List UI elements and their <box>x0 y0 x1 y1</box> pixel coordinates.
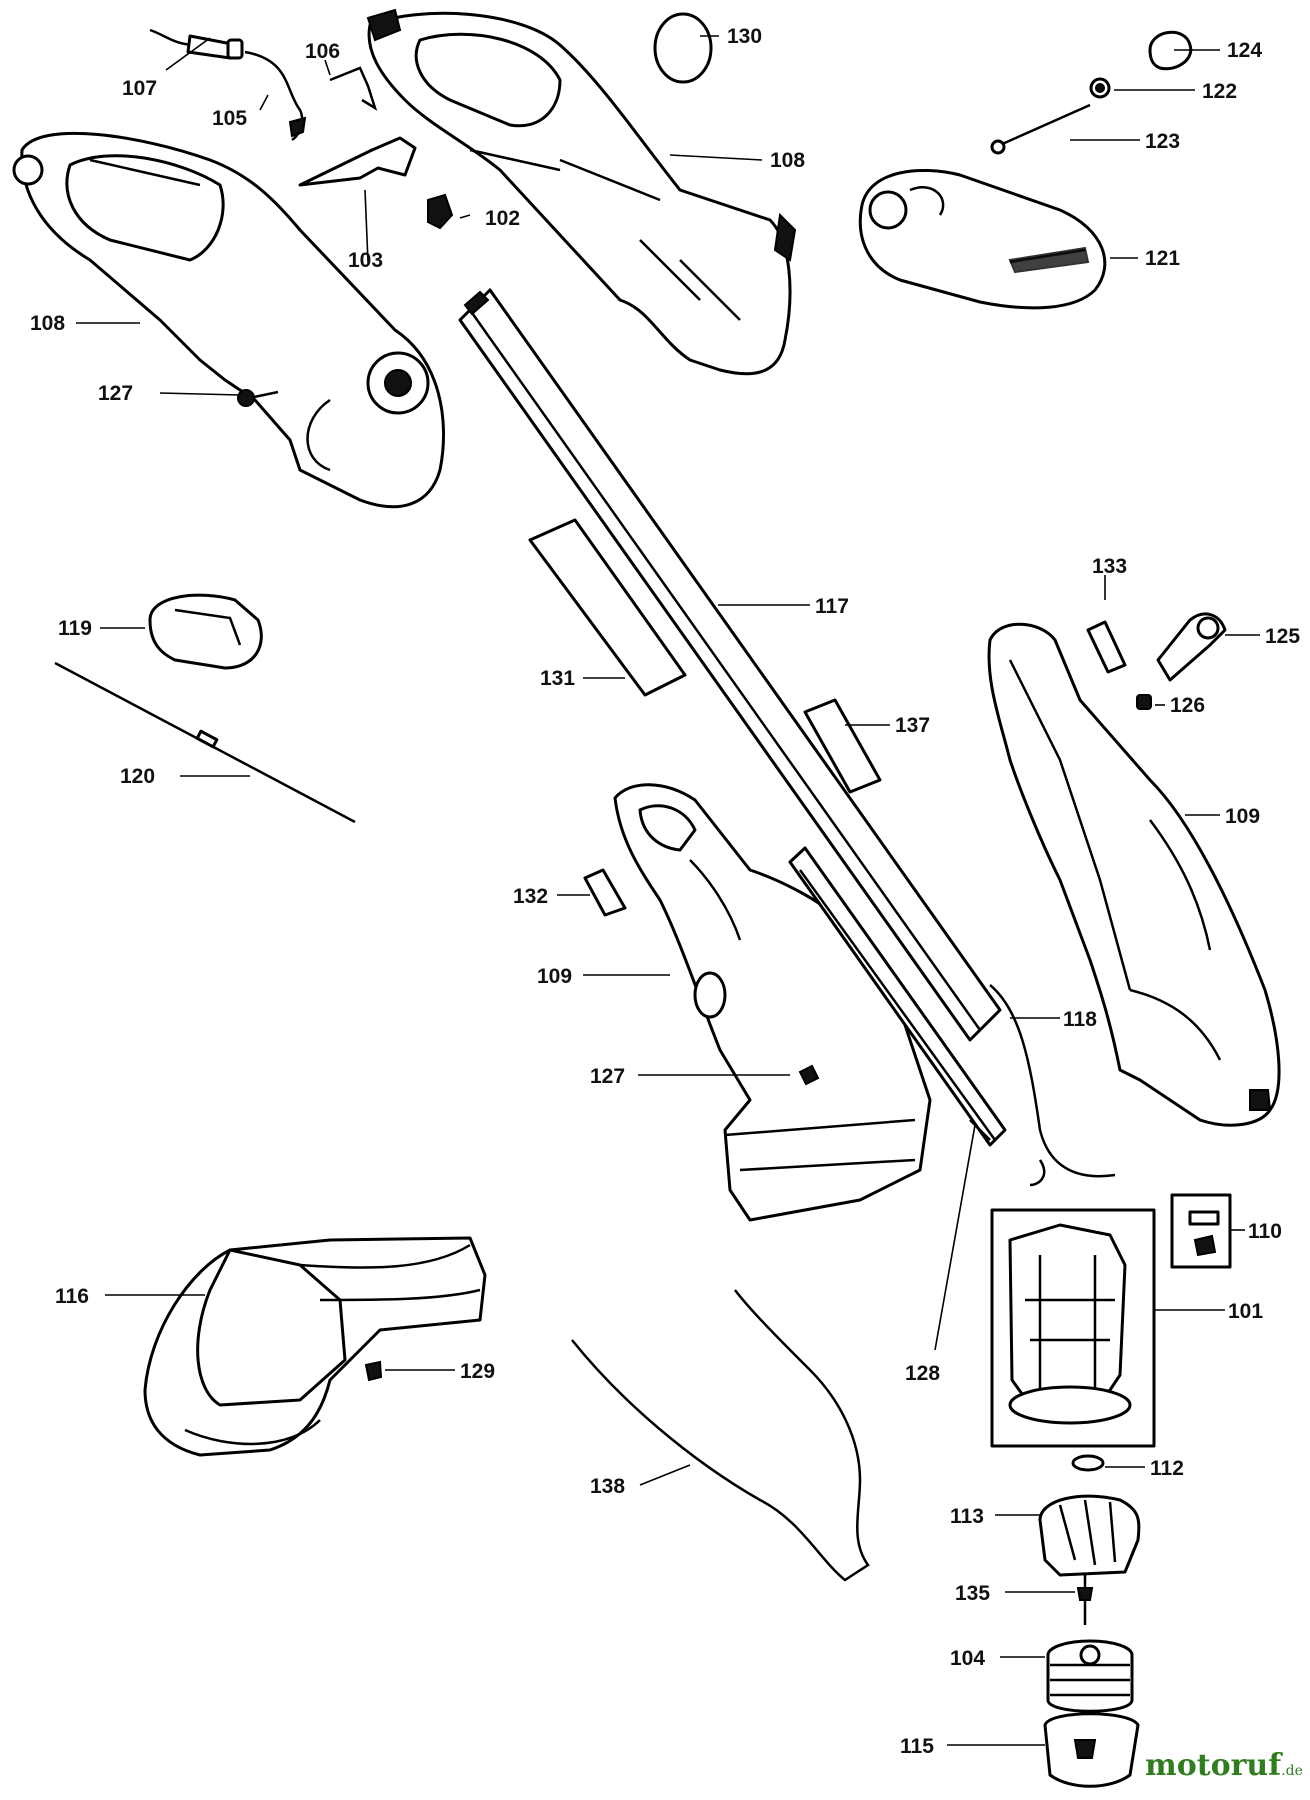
callout-102: 102 <box>485 207 520 230</box>
callout-105: 105 <box>212 107 247 130</box>
callout-125: 125 <box>1265 625 1300 648</box>
callout-122: 122 <box>1202 80 1237 103</box>
leader-lines <box>76 35 1260 1746</box>
part-128-fastener <box>969 1119 991 1141</box>
callout-101: 101 <box>1228 1300 1263 1323</box>
part-106-spring <box>329 66 378 111</box>
part-121-aux-handle <box>858 169 1107 310</box>
part-104-spool <box>1046 1639 1134 1713</box>
part-132-wedge <box>583 868 627 917</box>
part-108-handle-left <box>12 131 446 509</box>
callout-133: 133 <box>1092 555 1127 578</box>
callout-113: 113 <box>950 1505 984 1528</box>
callout-127-upper: 127 <box>98 382 133 405</box>
part-102-switch <box>427 193 454 230</box>
part-108-handle-right <box>366 8 797 376</box>
callout-132: 132 <box>513 885 548 908</box>
part-109-housing-right <box>987 622 1281 1127</box>
part-113-fan <box>1038 1494 1141 1590</box>
callout-131: 131 <box>540 667 575 690</box>
part-120-cable <box>54 661 356 824</box>
part-118-inner-rail <box>788 846 1116 1187</box>
callout-103: 103 <box>348 249 383 272</box>
part-126-nut <box>1136 694 1152 710</box>
callout-124: 124 <box>1227 39 1262 62</box>
watermark-brand: motoruf <box>1145 1748 1283 1783</box>
part-112-clip <box>1071 1454 1105 1472</box>
callout-112: 112 <box>1150 1457 1184 1480</box>
callout-104: 104 <box>950 1647 985 1670</box>
callout-labels: 107 105 106 103 102 108 108 127 130 124 … <box>30 25 1300 1758</box>
callout-135: 135 <box>955 1582 990 1605</box>
callout-127-lower: 127 <box>590 1065 625 1088</box>
part-107-cord <box>149 28 244 60</box>
callout-106: 106 <box>305 40 340 63</box>
part-127-screw-upper <box>237 389 279 407</box>
callout-123: 123 <box>1145 130 1180 153</box>
callout-121: 121 <box>1145 247 1180 270</box>
part-129-screw <box>364 1360 383 1382</box>
part-137-label <box>803 698 882 794</box>
part-101-motor <box>990 1208 1156 1448</box>
callout-117: 117 <box>815 595 849 618</box>
watermark-logo: motoruf.de <box>1145 1748 1303 1783</box>
part-117-shaft <box>458 288 1002 1042</box>
part-123-bolt <box>990 103 1091 155</box>
callout-110: 110 <box>1248 1220 1282 1243</box>
part-131-label <box>528 518 687 697</box>
callout-128: 128 <box>905 1362 940 1385</box>
callout-129: 129 <box>460 1360 495 1383</box>
part-124-knob <box>1148 30 1193 71</box>
watermark-suffix: .de <box>1281 1763 1303 1779</box>
part-115-spool-cap <box>1043 1712 1140 1788</box>
part-135-screw <box>1076 1587 1094 1625</box>
callout-130: 130 <box>727 25 762 48</box>
part-109-housing-left <box>613 783 932 1222</box>
part-138-wire-guard <box>571 1289 870 1582</box>
part-133-pad <box>1086 620 1127 674</box>
part-119-cord-clip <box>148 593 263 670</box>
part-130-oval-cap <box>653 12 713 84</box>
callout-115: 115 <box>900 1735 934 1758</box>
callout-108-right: 108 <box>770 149 805 172</box>
callout-118: 118 <box>1063 1008 1097 1031</box>
callout-108-left: 108 <box>30 312 65 335</box>
part-103-lever <box>298 136 417 187</box>
callout-107: 107 <box>122 77 157 100</box>
part-127-screw-lower <box>798 1064 820 1086</box>
part-105-wire <box>244 50 307 142</box>
callout-138: 138 <box>590 1475 625 1498</box>
callout-126: 126 <box>1170 694 1205 717</box>
callout-109-right: 109 <box>1225 805 1260 828</box>
part-110-brushes <box>1170 1193 1232 1269</box>
callout-120: 120 <box>120 765 155 788</box>
callout-137: 137 <box>895 714 930 737</box>
callout-116: 116 <box>55 1285 89 1308</box>
callout-109-left: 109 <box>537 965 572 988</box>
callout-119: 119 <box>58 617 92 640</box>
part-116-guard <box>143 1236 487 1457</box>
part-125-key <box>1156 612 1227 682</box>
